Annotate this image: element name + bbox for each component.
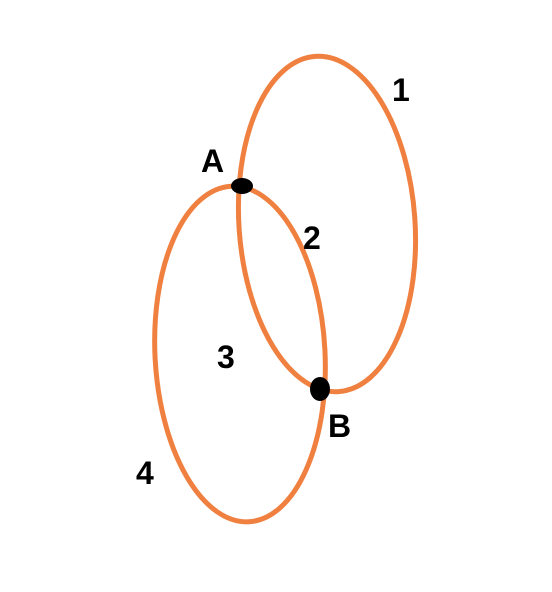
point-a-dot [231,178,253,194]
point-b-label: B [328,408,352,444]
point-b-dot [310,377,330,401]
region-2-label: 2 [303,220,321,256]
point-a-label: A [201,143,225,179]
upper-right-ellipse [235,53,419,395]
region-3-label: 3 [217,339,235,375]
region-1-label: 1 [392,72,410,108]
region-4-label: 4 [136,455,154,491]
